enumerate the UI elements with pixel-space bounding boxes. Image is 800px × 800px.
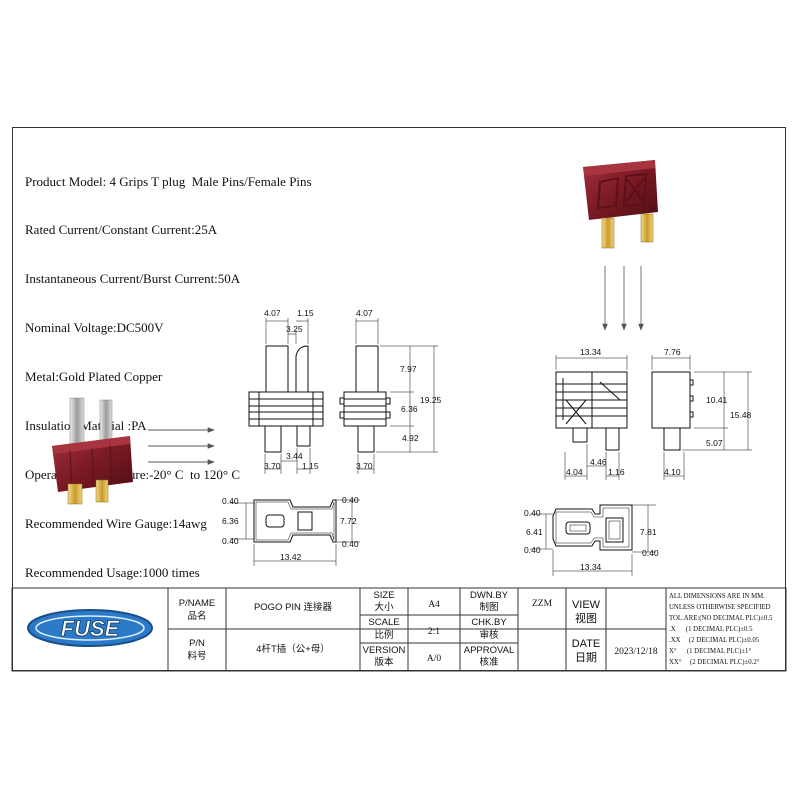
scale-label-cn: 比例 xyxy=(374,629,393,641)
dim-label: 1.16 xyxy=(608,467,625,477)
pname-value: POGO PIN 连接器 xyxy=(254,601,333,613)
date-label: DATE xyxy=(572,638,601,650)
dim-label: 0.40 xyxy=(222,496,239,506)
dim-label: 3.25 xyxy=(286,324,303,334)
note-line: TOL.ARE:(NO DECIMAL PLC)±0.5 xyxy=(669,615,773,622)
note-line: ALL DIMENSIONS ARE IN MM. xyxy=(669,593,765,600)
female-side-view xyxy=(651,355,752,480)
approval-label-cn: 核准 xyxy=(479,656,499,668)
spec-line: Recommended Usage:1000 times xyxy=(25,564,200,580)
spec-line: Instantaneous Current/Burst Current:50A xyxy=(25,271,241,287)
dim-label: 5.07 xyxy=(706,438,723,448)
dim-label: 6.41 xyxy=(526,527,543,537)
male-front-dim-labels: 4.07 1.15 3.25 3.70 3.44 1.15 xyxy=(264,308,319,471)
dim-label: 4.07 xyxy=(264,308,281,318)
approval-label: APPROVAL xyxy=(464,645,515,656)
female-front-dim-labels: 13.34 4.04 4.46 1.16 xyxy=(566,347,625,477)
male-plan-view xyxy=(230,499,360,566)
view-label: VIEW xyxy=(572,599,601,611)
date-label-cn: 日期 xyxy=(575,651,597,664)
note-line: .XX (2 DECIMAL PLC)±0.05 xyxy=(669,637,760,644)
pn-label-cn: 料号 xyxy=(187,650,206,662)
pn-value: 4杆T插（公+母） xyxy=(256,643,330,655)
version-label-cn: 版本 xyxy=(374,656,394,668)
spec-line: Recommended Wire Gauge:14awg xyxy=(25,515,207,531)
dim-label: 13.34 xyxy=(580,347,602,357)
logo-text: FUSE xyxy=(61,616,121,641)
female-front-view xyxy=(555,355,628,480)
male-connector-photo xyxy=(52,397,133,505)
view-label-cn: 视图 xyxy=(575,611,597,625)
dim-label: 0.40 xyxy=(342,495,359,505)
dim-label: 4.46 xyxy=(590,457,607,467)
dim-label: 13.42 xyxy=(280,552,302,562)
size-label: SIZE xyxy=(373,590,394,601)
dim-label: 1.15 xyxy=(302,461,319,471)
male-front-view xyxy=(248,318,324,474)
direction-arrows-female xyxy=(602,266,644,331)
pname-label: P/NAME xyxy=(179,598,215,609)
female-plan-dim-labels: 0.40 6.41 0.40 7.81 0.40 13.34 xyxy=(524,508,659,572)
chkby-label: CHK.BY xyxy=(471,617,507,628)
dwnby-label: DWN.BY xyxy=(470,590,509,601)
tolerance-notes: ALL DIMENSIONS ARE IN MM. UNLESS OTHERWI… xyxy=(669,593,773,666)
size-value: A4 xyxy=(428,600,440,610)
version-label: VERSION xyxy=(363,645,406,656)
title-block-labels: P/NAME 品名 POGO PIN 连接器 P/N 料号 4杆T插（公+母） … xyxy=(179,590,658,668)
dim-label: 7.81 xyxy=(640,527,657,537)
fuse-logo: FUSE xyxy=(27,609,153,647)
dim-label: 6.36 xyxy=(401,404,418,414)
dwnby-label-cn: 制图 xyxy=(479,601,498,613)
note-line: .X (1 DECIMAL PLC)±0.5 xyxy=(669,626,753,633)
spec-line: Rated Current/Constant Current:25A xyxy=(25,222,218,238)
dim-label: 7.72 xyxy=(340,516,357,526)
scale-value: 2:1 xyxy=(428,627,440,637)
direction-arrows-male xyxy=(148,427,215,465)
female-side-dim-labels: 7.76 10.41 15.48 5.07 4.10 xyxy=(664,347,752,477)
dim-label: 4.04 xyxy=(566,467,583,477)
note-line: UNLESS OTHERWISE SPECIFIED xyxy=(669,604,771,611)
dim-label: 1.15 xyxy=(297,308,314,318)
dim-label: 0.40 xyxy=(524,508,541,518)
dwnby-value: ZZM xyxy=(532,599,553,609)
female-connector-photo xyxy=(583,160,658,249)
male-side-dim-labels: 4.07 7.97 6.36 4.92 19.25 3.70 xyxy=(356,308,442,471)
date-value: 2023/12/18 xyxy=(614,647,658,657)
spec-line: Product Model: 4 Grips T plug Male Pins/… xyxy=(25,173,312,189)
scale-label: SCALE xyxy=(368,617,399,628)
female-plan-view xyxy=(530,504,656,576)
dim-label: 3.44 xyxy=(286,451,303,461)
chkby-label-cn: 审核 xyxy=(479,629,499,641)
male-side-view xyxy=(339,318,438,474)
dim-label: 0.40 xyxy=(342,539,359,549)
dim-label: 15.48 xyxy=(730,410,752,420)
note-line: X° (1 DECIMAL PLC)±1° xyxy=(669,648,751,655)
spec-line: Metal:Gold Plated Copper xyxy=(25,369,163,385)
size-label-cn: 大小 xyxy=(374,601,394,613)
dim-label: 10.41 xyxy=(706,395,728,405)
dim-label: 4.92 xyxy=(402,433,419,443)
pname-label-cn: 品名 xyxy=(187,610,206,622)
dim-label: 0.40 xyxy=(642,548,659,558)
pn-label: P/N xyxy=(189,638,205,649)
male-plan-dim-labels: 0.40 6.36 0.40 0.40 7.72 0.40 13.42 xyxy=(222,495,359,562)
dim-label: 6.36 xyxy=(222,516,239,526)
dim-label: 4.10 xyxy=(664,467,681,477)
dim-label: 0.40 xyxy=(222,536,239,546)
spec-line: Nominal Voltage:DC500V xyxy=(25,320,164,336)
title-block xyxy=(11,587,787,672)
dim-label: 19.25 xyxy=(420,395,442,405)
dim-label: 3.70 xyxy=(264,461,281,471)
dim-label: 7.76 xyxy=(664,347,681,357)
dim-label: 13.34 xyxy=(580,562,602,572)
dim-label: 4.07 xyxy=(356,308,373,318)
note-line: XX° (2 DECIMAL PLC)±0.2° xyxy=(669,659,760,666)
dim-label: 3.70 xyxy=(356,461,373,471)
version-value: A/0 xyxy=(427,654,442,664)
dim-label: 0.40 xyxy=(524,545,541,555)
dim-label: 7.97 xyxy=(400,364,417,374)
